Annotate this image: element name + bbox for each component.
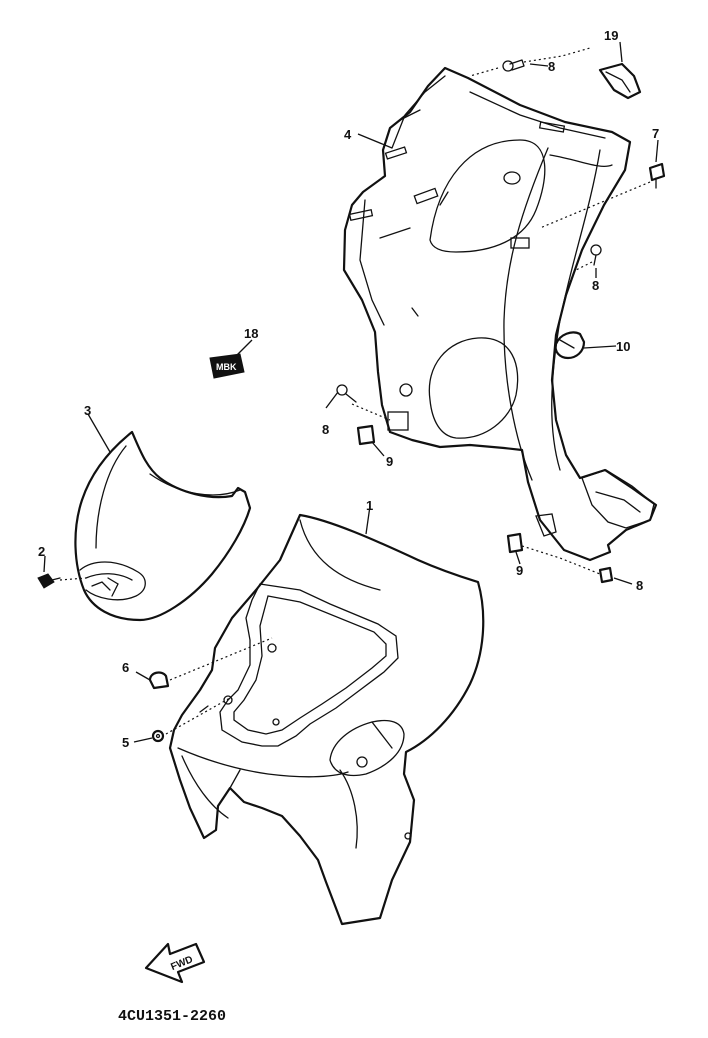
callout-8: 8 bbox=[636, 578, 643, 593]
screw-icon bbox=[502, 59, 525, 72]
nut-icon bbox=[356, 424, 376, 446]
leg-shield-inner-panel bbox=[342, 66, 658, 562]
clip bbox=[554, 331, 586, 360]
callout-9: 9 bbox=[386, 454, 393, 469]
callout-4: 4 bbox=[344, 127, 352, 142]
screw-icon bbox=[336, 384, 357, 403]
emblem-badge: MBK bbox=[209, 353, 245, 379]
small-cover bbox=[598, 62, 642, 100]
top-cover bbox=[74, 430, 252, 622]
bolt-icon bbox=[37, 573, 61, 589]
washer-icon bbox=[151, 729, 165, 743]
callout-8: 8 bbox=[592, 278, 599, 293]
callout-3: 3 bbox=[84, 403, 91, 418]
callout-2: 2 bbox=[38, 544, 45, 559]
callout-8: 8 bbox=[548, 59, 555, 74]
assembly-lines bbox=[59, 47, 651, 735]
front-cover bbox=[168, 513, 485, 926]
leader-lines bbox=[43, 41, 659, 743]
callout-19: 19 bbox=[604, 28, 618, 43]
fwd-arrow-icon: FWD bbox=[144, 942, 206, 984]
callout-8: 8 bbox=[322, 422, 329, 437]
nut-icon bbox=[506, 532, 524, 554]
bolt-icon bbox=[648, 162, 666, 189]
drawing-code: 4CU1351-2260 bbox=[118, 1008, 226, 1025]
fasteners bbox=[37, 59, 666, 743]
callout-6: 6 bbox=[122, 660, 129, 675]
screw-icon bbox=[148, 671, 170, 690]
badge-label: MBK bbox=[216, 362, 237, 372]
callout-7: 7 bbox=[652, 126, 659, 141]
callout-18: 18 bbox=[244, 326, 258, 341]
callout-9: 9 bbox=[516, 563, 523, 578]
callout-labels: 19 8 4 7 8 10 18 3 8 9 1 2 9 8 6 5 bbox=[38, 28, 659, 750]
callout-10: 10 bbox=[616, 339, 630, 354]
screw-icon bbox=[590, 244, 602, 266]
callout-5: 5 bbox=[122, 735, 129, 750]
callout-1: 1 bbox=[366, 498, 373, 513]
screw-icon bbox=[598, 566, 614, 584]
